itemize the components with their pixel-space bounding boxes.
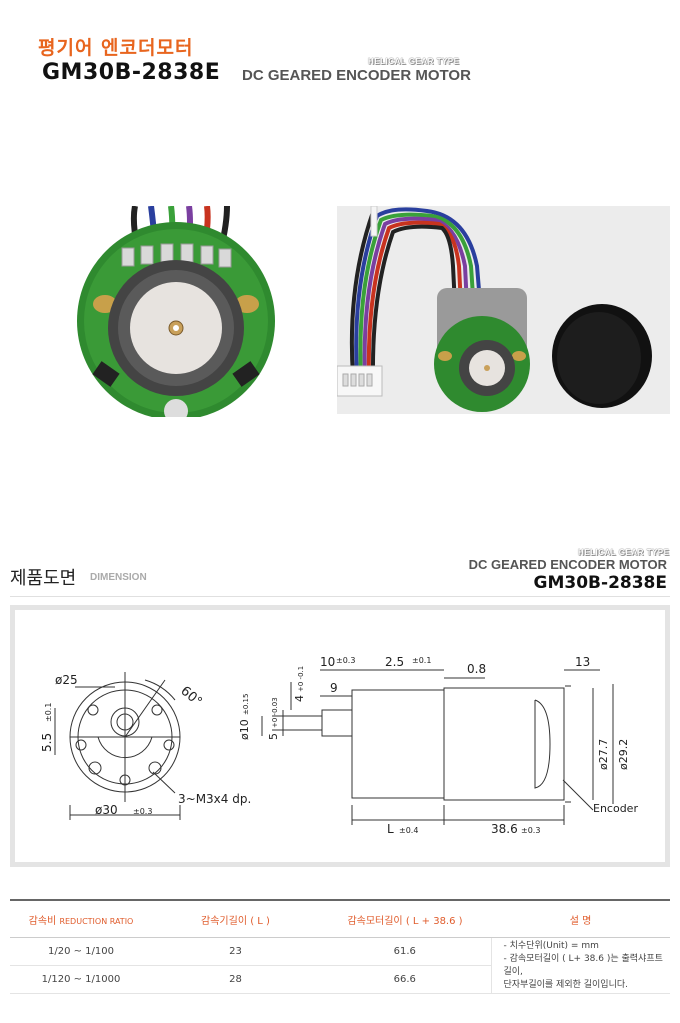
dim-l13: 13 — [575, 655, 590, 669]
table-row: 1/120 ~ 1/1000 28 66.6 — [10, 965, 670, 994]
product-model: GM30B-2838E — [42, 60, 221, 85]
dim-d30-tol: ±0.3 — [133, 807, 152, 816]
table-row: 1/20 ~ 1/100 23 61.6 - 치수단위(Unit) = mm -… — [10, 937, 670, 994]
dim-l386-tol: ±0.3 — [521, 826, 540, 835]
dim-d10-tol: ±0.15 — [242, 694, 250, 715]
header-gear-length: 감속기길이 ( L ) — [152, 899, 319, 938]
notes: - 치수단위(Unit) = mm - 감속모터길이 ( L+ 38.6 )는 … — [490, 937, 670, 994]
section-type-label: HELICAL GEAR TYPE — [578, 548, 670, 557]
dim-d30: ø30 — [95, 803, 118, 817]
dim-encoder: Encoder — [593, 802, 638, 815]
dim-l25: 2.5 — [385, 655, 404, 669]
dim-d5: 5 — [267, 733, 280, 740]
section-title: 제품도면 — [10, 568, 77, 589]
product-title-kr: 평기어 엔코더모터 — [38, 37, 194, 59]
header-motor-length: 감속모터길이 ( L + 38.6 ) — [319, 899, 491, 938]
dim-screws: 3~M3x4 dp. — [178, 792, 251, 806]
dim-l9: 9 — [330, 681, 338, 695]
dim-L: L — [387, 822, 394, 836]
dim-angle: 60° — [177, 684, 204, 710]
dim-d277: ø27.7 — [597, 739, 610, 770]
dim-d292: ø29.2 — [617, 739, 630, 770]
section-title-en: DC GEARED ENCODER MOTOR — [468, 557, 667, 572]
dimension-drawing: ø25 60° 5.5 ±0.1 ø30 ±0.3 3~M3x4 dp. 10 … — [10, 605, 670, 867]
header-ratio: 감속비 REDUCTION RATIO — [10, 899, 152, 938]
row-motor-length: 66.6 — [319, 965, 491, 994]
row-ratio: 1/20 ~ 1/100 — [10, 937, 152, 966]
row-gear-length: 23 — [152, 937, 319, 966]
dim-l08: 0.8 — [467, 662, 486, 676]
product-title-en: DC GEARED ENCODER MOTOR — [242, 67, 471, 84]
dim-l25-tol: ±0.1 — [412, 656, 431, 665]
dim-l10: 10 — [320, 655, 335, 669]
dim-h55: 5.5 — [40, 733, 54, 752]
encoder-board-photo — [77, 206, 275, 417]
dim-d25: ø25 — [55, 673, 78, 687]
dim-l386: 38.6 — [491, 822, 518, 836]
section-divider — [10, 596, 670, 597]
dim-d10: ø10 — [238, 719, 251, 740]
spec-table: 감속비 REDUCTION RATIO 감속기길이 ( L ) 감속모터길이 (… — [10, 899, 670, 994]
dim-d5-tol: +0 -0.03 — [271, 697, 279, 728]
section-subtitle: DIMENSION — [90, 572, 147, 583]
header-description: 설 명 — [491, 899, 670, 938]
dim-L-tol: ±0.4 — [399, 826, 418, 835]
dim-l10-tol: ±0.3 — [336, 656, 355, 665]
motor-assembly-photo — [337, 206, 670, 414]
row-gear-length: 28 — [152, 965, 319, 994]
dim-l4: 4 — [293, 695, 306, 702]
row-motor-length: 61.6 — [319, 937, 491, 966]
row-ratio: 1/120 ~ 1/1000 — [10, 965, 152, 994]
dim-l4-tol: +0 -0.1 — [297, 666, 305, 692]
type-label: HELICAL GEAR TYPE — [368, 57, 460, 66]
dim-h55-tol: ±0.1 — [44, 703, 53, 722]
spec-table-header: 감속비 REDUCTION RATIO 감속기길이 ( L ) 감속모터길이 (… — [10, 899, 670, 938]
section-model: GM30B-2838E — [533, 573, 667, 593]
